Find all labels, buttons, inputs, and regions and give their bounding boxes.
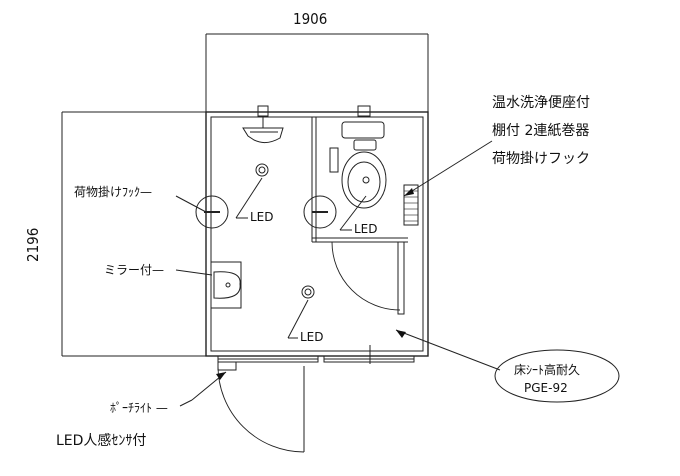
depth-dimension: 2196 [24,227,42,262]
sink [210,261,242,309]
led-label-booth: LED [354,222,378,236]
porch-light [217,361,237,371]
floor-sheet-label: 床ｼｰﾄ高耐久 [514,363,581,377]
led-light-3 [301,285,315,299]
hatched-block [403,184,419,226]
front-door-swing [217,365,305,453]
toilet-feature-leader [403,140,493,197]
booth-door-leaf [397,241,405,315]
feature-shelf-paper: 棚付 2連紙巻器 [492,123,590,139]
booth-door-swing [331,241,401,311]
led-light-1 [255,163,269,177]
floor-sheet-code: PGE-92 [524,381,568,395]
feature-warm-seat: 温水洗浄便座付 [492,95,590,111]
hook-circle-left [195,195,229,229]
floor-sheet-callout [494,349,620,403]
inner-wall [210,116,424,352]
sensor-label: LED人感ｾﾝｻ付 [56,433,147,449]
porch-light-label: ﾎﾟｰﾁﾗｲﾄ — [110,401,168,415]
urinal [242,105,284,144]
feature-hook: 荷物掛けフック [492,151,590,167]
hook-label: 荷物掛けﾌｯｸ— [74,185,153,199]
outer-wall [205,111,429,357]
floor-leader [395,329,501,371]
led-label-entry: LED [300,330,324,344]
toilet [329,105,387,209]
width-dimension: 1906 [293,10,328,28]
led-label-urinal: LED [250,210,274,224]
mirror-label: ミラー付— [104,263,165,277]
hook-circle-booth [303,195,337,229]
